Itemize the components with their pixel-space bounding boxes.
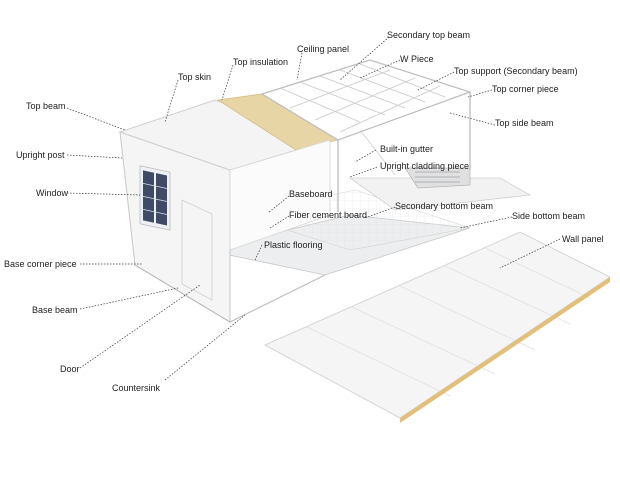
label-top-insulation: Top insulation	[233, 57, 289, 67]
back-wall	[229, 139, 331, 251]
label-door: Door	[60, 364, 80, 374]
label-built-in-gutter: Built-in gutter	[380, 144, 434, 154]
label-upright-post: Upright post	[16, 150, 65, 160]
label-wall-panel: Wall panel	[562, 234, 604, 244]
label-window: Window	[36, 188, 69, 198]
label-side-bottom-beam: Side bottom beam	[512, 211, 586, 221]
label-fiber-cement-board: Fiber cement board	[289, 210, 368, 220]
label-top-skin: Top skin	[178, 72, 212, 82]
label-top-support: Top support (Secondary beam)	[454, 66, 578, 76]
leader-lines	[66, 36, 561, 381]
label-ceiling-panel: Ceiling panel	[297, 44, 350, 54]
label-baseboard: Baseboard	[289, 189, 333, 199]
label-upright-cladding-piece: Upright cladding piece	[380, 161, 470, 171]
label-base-beam: Base beam	[32, 305, 78, 315]
label-countersink: Countersink	[112, 383, 161, 393]
gutter-detail	[404, 167, 471, 189]
label-top-beam: Top beam	[26, 101, 66, 111]
label-secondary-top-beam: Secondary top beam	[387, 30, 471, 40]
label-w-piece: W Piece	[400, 54, 434, 64]
label-base-corner-piece: Base corner piece	[4, 259, 77, 269]
label-top-corner-piece: Top corner piece	[492, 84, 559, 94]
door-outline	[181, 199, 213, 301]
wall-panel-edge	[400, 277, 610, 423]
label-secondary-bottom-beam: Secondary bottom beam	[395, 201, 494, 211]
label-plastic-flooring: Plastic flooring	[264, 240, 323, 250]
label-top-side-beam: Top side beam	[495, 118, 554, 128]
